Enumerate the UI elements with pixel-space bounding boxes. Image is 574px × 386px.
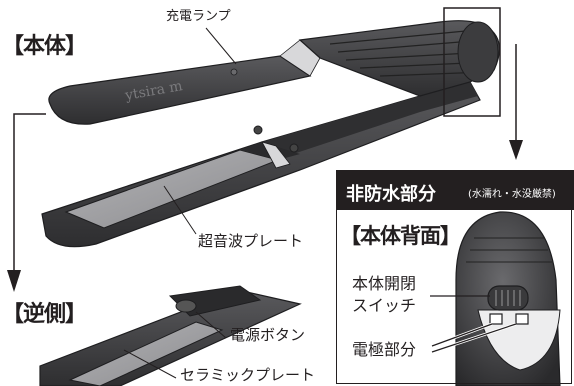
back-view-illustration: [430, 211, 561, 386]
charge-lamp-dot: [230, 68, 238, 76]
electrode-left: [489, 313, 503, 325]
body-back-title: 【本体背面】: [340, 224, 461, 248]
power-button-shape: [175, 299, 197, 313]
power-switch-label-2: スイッチ: [352, 296, 417, 315]
reverse-side-view: [39, 285, 302, 386]
rear-end-highlight: [443, 7, 501, 117]
power-button-label: 電源ボタン: [230, 326, 306, 344]
ceramic-plate-label: セラミックプレート: [180, 366, 316, 384]
electrode-label: 電極部分: [352, 340, 417, 359]
main-body-title: 【本体】: [2, 34, 87, 59]
non-waterproof-header: 非防水部分 (水濡れ・水没厳禁): [336, 170, 574, 210]
ceramic-plate-shape: [68, 321, 224, 386]
reverse-side-title: 【逆側】: [2, 302, 87, 327]
lower-arm: [41, 81, 481, 248]
upper-arm: ytsira m: [48, 20, 501, 125]
electrode-right: [515, 313, 529, 325]
arrow-down-icon: [509, 140, 523, 160]
power-switch-label-1: 本体開閉: [352, 274, 417, 293]
charge-lamp-label: 充電ランプ: [166, 9, 231, 24]
arrow-down-icon: [7, 270, 21, 292]
non-waterproof-title: 非防水部分: [346, 184, 436, 205]
ultrasonic-plate-label: 超音波プレート: [198, 232, 304, 250]
non-waterproof-note: (水濡れ・水没厳禁): [468, 189, 556, 200]
